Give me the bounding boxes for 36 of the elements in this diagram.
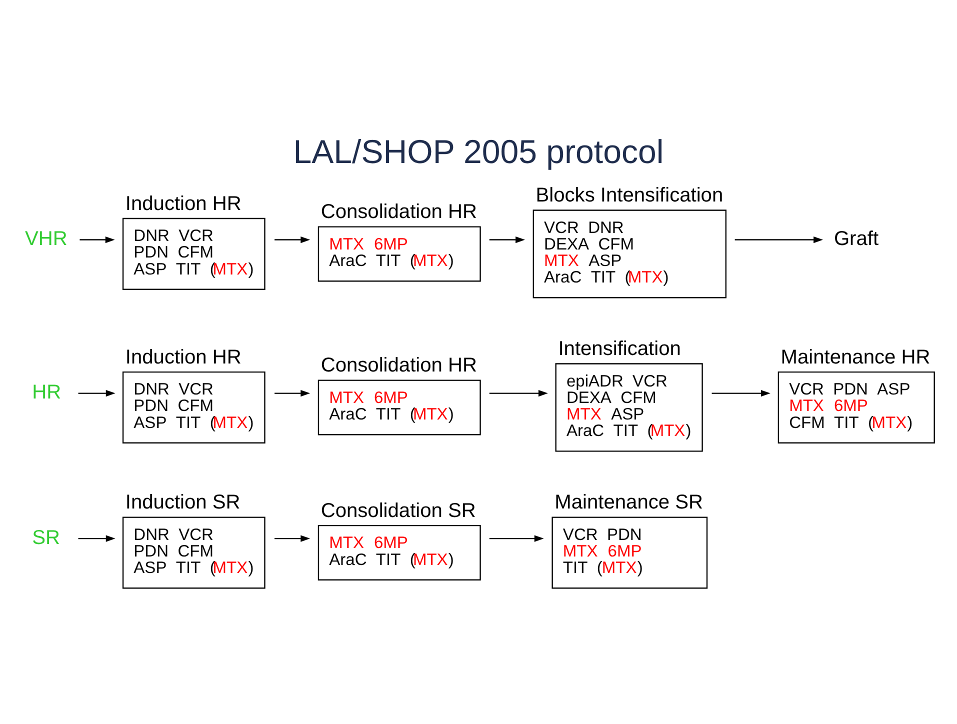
node-label: Induction HR	[125, 192, 242, 215]
arrow	[274, 390, 310, 397]
arrow	[78, 390, 116, 397]
node-label: Maintenance HR	[780, 346, 930, 368]
node-box: DNR VCR PDN CFM ASP TIT (MTX)	[122, 371, 266, 444]
node-text: SR	[32, 526, 60, 549]
node-box: epiADR VCR DEXA CFM MTX ASP AraC TIT (MTX)	[555, 363, 703, 452]
node-label: Induction HR	[125, 346, 242, 368]
arrow	[78, 535, 116, 542]
arrow	[712, 390, 770, 397]
arrow	[489, 535, 544, 542]
node-label: Consolidation HR	[320, 201, 477, 224]
node-label: Consolidation HR	[320, 354, 477, 377]
arrow	[734, 236, 823, 244]
node-label: Intensification	[558, 338, 681, 360]
node-label: Consolidation SR	[320, 500, 476, 522]
node-box: DNR VCR PDN CFM ASP TIT (MTX)	[122, 516, 266, 589]
node-box: VCR DNR DEXA CFM MTX ASP AraC TIT (MTX)	[532, 210, 726, 298]
arrow	[489, 390, 548, 397]
diagram-title: LAL/SHOP 2005 protocol	[293, 134, 664, 171]
node-box: VCR PDN ASP MTX 6MP CFM TIT (MTX)	[778, 371, 935, 444]
node-label: Maintenance SR	[554, 492, 703, 514]
arrow	[80, 236, 115, 244]
node-box: MTX 6MP AraC TIT (MTX)	[318, 226, 481, 282]
node-label: Blocks Intensification	[536, 184, 724, 207]
node-box: DNR VCR PDN CFM ASP TIT (MTX)	[122, 218, 266, 290]
node-box: VCR PDN MTX 6MP TIT (MTX)	[552, 516, 708, 589]
node-box: MTX 6MP AraC TIT (MTX)	[318, 524, 481, 580]
node-text: Graft	[834, 228, 879, 250]
node-label: Induction SR	[125, 492, 240, 514]
node-box: MTX 6MP AraC TIT (MTX)	[318, 380, 481, 436]
node-text: VHR	[25, 228, 68, 250]
arrow	[274, 535, 310, 542]
arrow	[274, 236, 310, 244]
node-text: HR	[32, 382, 62, 404]
arrow	[489, 236, 525, 244]
